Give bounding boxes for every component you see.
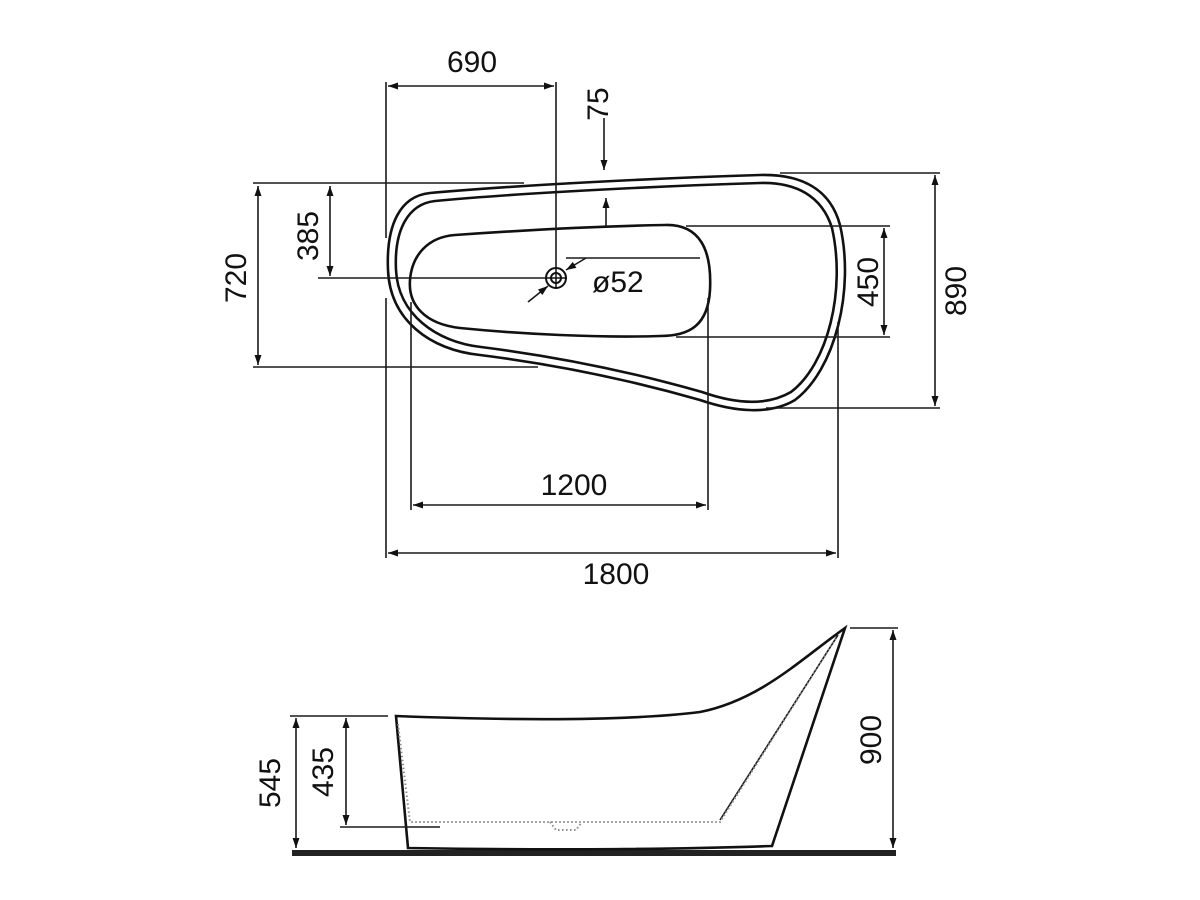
dimension-545: 545 <box>254 715 388 848</box>
dimension-435-label: 435 <box>307 747 340 797</box>
dimension-drain-diameter: ø52 <box>527 257 700 303</box>
tub-inner-basin <box>408 223 712 338</box>
dimension-545-label: 545 <box>254 758 287 808</box>
drain-icon <box>545 267 567 289</box>
dimension-385-label: 385 <box>292 211 325 261</box>
dimension-1800-label: 1800 <box>583 558 650 591</box>
dimension-385: 385 <box>253 182 546 279</box>
dimension-900-label: 900 <box>855 715 888 765</box>
side-view: 545 435 900 <box>254 624 898 856</box>
dimension-1800: 1800 <box>385 298 839 591</box>
dimension-690: 690 <box>385 46 557 268</box>
dimension-900: 900 <box>850 627 898 848</box>
dimension-690-label: 690 <box>447 46 497 79</box>
floor-line <box>292 850 896 856</box>
dimension-890-label: 890 <box>940 266 973 316</box>
dimension-890: 890 <box>766 172 973 409</box>
dimension-1200-label: 1200 <box>541 469 608 502</box>
tub-side-hidden-drain <box>549 821 583 831</box>
tub-side-hidden-basin <box>397 637 837 823</box>
dimension-75-label: 75 <box>582 87 615 120</box>
dimension-75: 75 <box>582 87 615 226</box>
plan-view: 690 75 385 720 ø52 <box>220 46 973 591</box>
tub-side-outline <box>394 624 848 851</box>
tub-outer-outline-inner <box>394 181 839 404</box>
dimension-450-label: 450 <box>852 257 885 307</box>
dimension-720: 720 <box>220 186 538 368</box>
dimension-drain-diameter-label: ø52 <box>592 266 644 299</box>
dimension-435: 435 <box>307 718 440 828</box>
dimension-720-label: 720 <box>220 253 253 303</box>
dimension-1200: 1200 <box>410 298 709 510</box>
dimension-450: 450 <box>676 225 890 338</box>
